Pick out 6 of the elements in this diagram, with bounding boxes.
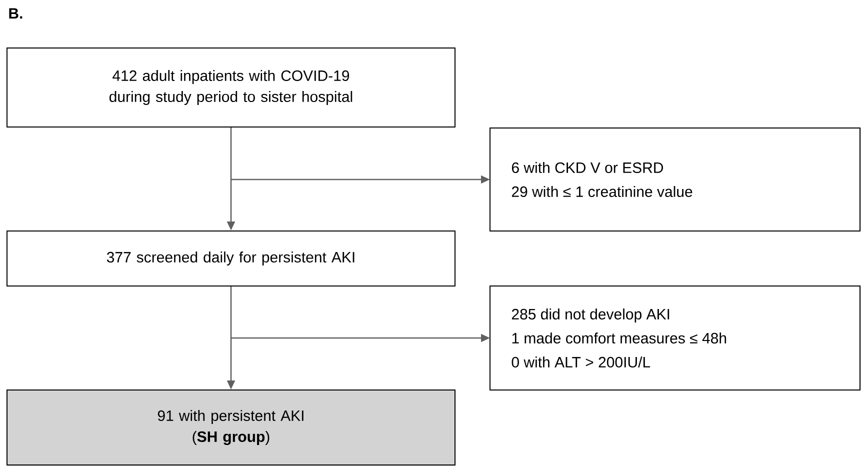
exclusion-box: 6 with CKD V or ESRD 29 with ≤ 1 creatinine value: [490, 128, 860, 232]
process-box: 377 screened daily for persistent AKI: [6, 230, 456, 286]
exclusion-box: 285 did not develop AKI 1 made comfort measures ≤ 48h 0 with ALT > 200IU/L: [490, 286, 860, 390]
panel-label: B.: [9, 8, 22, 19]
process-box: 412 adult inpatients with COVID-19 during study period to sister hospital: [6, 48, 456, 128]
result-box: 91 with persistent AKI (SH group): [6, 390, 456, 466]
